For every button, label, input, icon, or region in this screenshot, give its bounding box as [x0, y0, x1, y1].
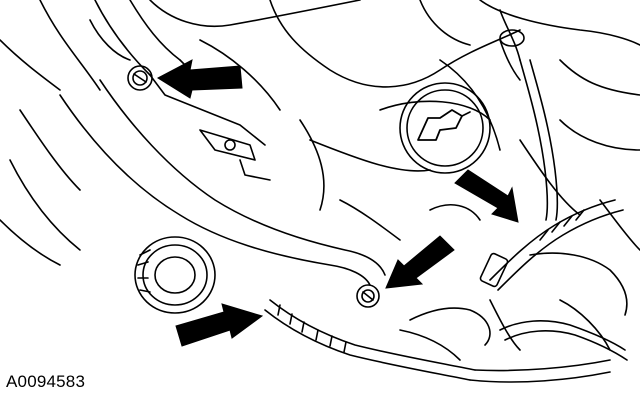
bracket-strut	[59, 0, 386, 286]
oil-filler-cap	[399, 82, 491, 174]
bolt-lower	[356, 284, 380, 308]
arrow-wiring-right	[454, 169, 519, 223]
bolt-upper	[127, 65, 153, 91]
arrow-upper-bolt	[156, 59, 243, 99]
arrow-lower-bolt	[385, 235, 455, 289]
pulley	[134, 236, 216, 314]
oil-can-icon	[417, 109, 463, 141]
arrow-harness	[175, 303, 264, 347]
wiring-harness	[264, 299, 611, 383]
engine-background-contours	[0, 0, 640, 351]
wiring-right	[479, 199, 628, 361]
dipstick-cable	[499, 9, 559, 221]
figure-reference-code: A0094583	[6, 372, 86, 391]
callout-arrows	[156, 59, 519, 347]
